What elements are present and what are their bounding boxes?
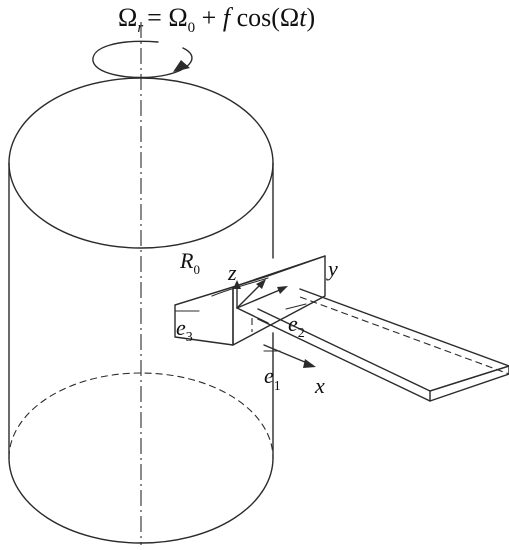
e3-vector-line <box>236 307 269 324</box>
equation: Ωr= Ω0 + f cos(Ωt) <box>118 3 315 36</box>
e1-label: e1 <box>264 363 281 394</box>
radius-label: R0 <box>179 248 200 277</box>
beam-bottom-front-edge <box>257 318 431 402</box>
coordinate-axes <box>233 279 316 368</box>
y-axis-arrowhead <box>256 279 266 289</box>
x-axis-arrowhead <box>303 359 316 368</box>
block-right-face <box>232 255 326 346</box>
cylinder-seam <box>211 277 269 297</box>
rotation-arrow-icon <box>92 40 193 79</box>
z-axis-label: z <box>227 260 237 285</box>
x-axis-label: x <box>314 373 325 398</box>
e2-arrowhead <box>277 286 288 294</box>
cylinder-bottom-back <box>8 372 274 459</box>
beam-hidden-edge <box>299 296 509 375</box>
x-axis-line <box>263 344 313 366</box>
beam-top-back-edge <box>299 288 509 367</box>
z-axis-arrowhead <box>233 280 241 289</box>
cylinder-bottom-front <box>8 457 274 544</box>
y-axis-label: y <box>326 256 338 281</box>
e3-label: e3 <box>176 315 193 345</box>
cylinder-hub <box>8 77 274 544</box>
flexible-beam <box>251 288 509 402</box>
beam-tip-face <box>429 365 509 402</box>
y-axis-line <box>236 282 263 309</box>
e2-label: e2 <box>288 311 305 341</box>
e2-vector-line <box>236 288 283 309</box>
e2-overbar <box>285 303 307 310</box>
